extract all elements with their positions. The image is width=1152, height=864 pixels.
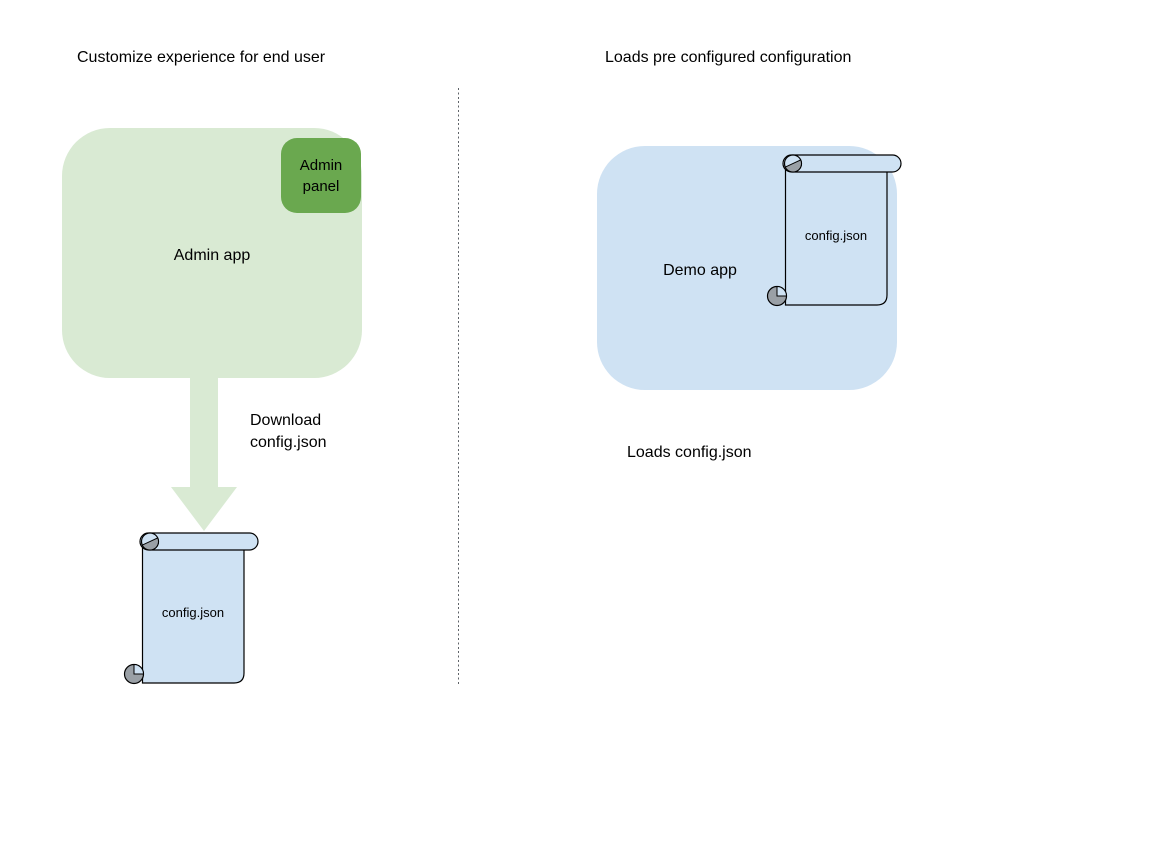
scroll-roll-shade: [141, 537, 159, 551]
scroll-body: [141, 541, 245, 684]
loads-config-caption: Loads config.json: [627, 444, 752, 461]
config-file-label-right: config.json: [804, 228, 868, 243]
scroll-bottom-curl-notch: [776, 285, 788, 297]
admin-panel-label: Admin panel: [299, 156, 343, 195]
left-section-title: Customize experience for end user: [77, 49, 326, 66]
scroll-bottom-curl-notch: [133, 663, 145, 675]
right-section-title: Loads pre configured configuration: [605, 49, 852, 66]
scroll-roll-bar: [139, 532, 259, 551]
demo-app-label: Demo app: [663, 262, 737, 279]
config-file-scroll-right: [766, 154, 902, 307]
scroll-body: [784, 163, 888, 306]
config-file-scroll-left: [123, 532, 259, 685]
config-file-label-left: config.json: [161, 605, 225, 620]
download-arrow: [171, 377, 237, 531]
download-arrow-shape: [171, 377, 237, 531]
admin-panel-box: Admin panel: [281, 138, 361, 213]
scroll-roll-bar: [782, 154, 902, 173]
download-arrow-label: Download config.json: [250, 412, 327, 451]
scroll-roll-shade: [784, 159, 802, 173]
section-divider-line: [458, 88, 459, 686]
admin-app-label: Admin app: [173, 247, 251, 264]
